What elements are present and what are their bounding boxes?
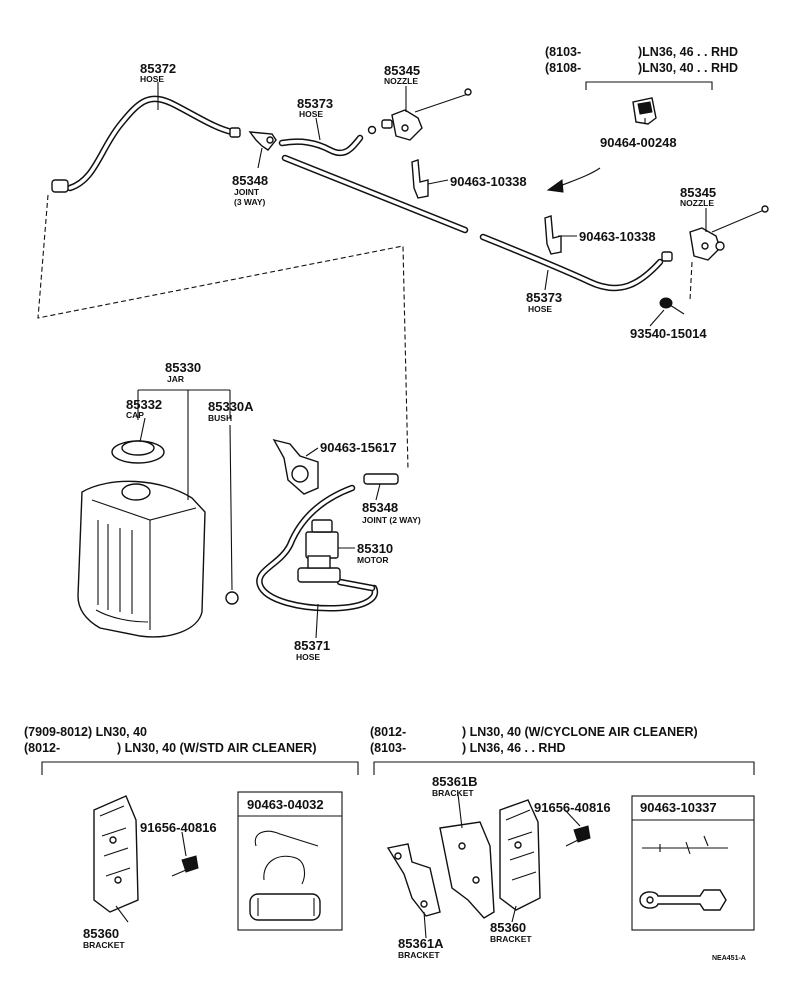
clip-10337-drawing: [639, 835, 728, 911]
label-85348-bottom-pn: 85348: [362, 500, 398, 515]
joint-2way-bottom-drawing: [363, 473, 399, 485]
clamp-15617-drawing: [272, 438, 319, 495]
cond-right-line1-models: ) LN30, 40 (W/CYCLONE AIR CLEANER): [462, 725, 698, 739]
label-85310-name: MOTOR: [357, 555, 388, 565]
label-90463-10337: 90463-10337: [640, 800, 717, 815]
hose-85373-top-drawing: [278, 125, 377, 157]
hose-85371-drawing: [256, 484, 379, 612]
cond-rhd-line1-code: (8103-: [545, 45, 581, 59]
label-90463-04032: 90463-04032: [247, 797, 324, 812]
cond-right-line1-code: (8012-: [370, 725, 406, 739]
dashed-line-top-left: [37, 194, 409, 471]
clip-04032-drawing: [249, 830, 321, 921]
label-85372-name: HOSE: [140, 74, 164, 84]
label-85310-pn: 85310: [357, 541, 393, 556]
label-85348-bottom-name: JOINT (2 WAY): [362, 515, 421, 525]
label-85348-top-name2: (3 WAY): [234, 197, 266, 207]
cond-left-line1-code: (7909-8012) LN30, 40: [24, 725, 147, 739]
label-85360-right-pn: 85360: [490, 920, 526, 935]
cond-left-line2-models: ) LN30, 40 (W/STD AIR CLEANER): [117, 741, 317, 755]
left-group-bracket: [41, 761, 359, 775]
bracket-85360-left-drawing: [93, 795, 139, 913]
nozzle-right-drawing: [689, 205, 769, 261]
label-85345-top-name: NOZZLE: [384, 76, 418, 86]
label-85372-pn: 85372: [140, 61, 176, 76]
jar-group-bracket: [137, 389, 233, 591]
label-85345-right-pn: 85345: [680, 185, 716, 200]
label-85330a-name: BUSH: [208, 413, 232, 423]
label-85360-left-name: BRACKET: [83, 940, 125, 950]
label-90464-00248: 90464-00248: [600, 135, 677, 150]
motor-drawing: [297, 519, 341, 583]
bracket-85361a-drawing: [386, 843, 441, 917]
label-90463-10338-b: 90463-10338: [579, 229, 656, 244]
label-85330-pn: 85330: [165, 360, 201, 375]
label-91656-40816-right: 91656-40816: [534, 800, 611, 815]
cap-drawing: [111, 440, 165, 464]
cond-left-line2-code: (8012-: [24, 741, 60, 755]
nozzle-top-drawing: [381, 88, 472, 141]
rhd-group-bracket: [585, 81, 713, 90]
bracket-85361b-drawing: [439, 821, 495, 919]
right-group-bracket: [373, 761, 755, 775]
box-10337-frame: [631, 795, 755, 931]
label-85361a-pn: 85361A: [398, 936, 444, 951]
hose-85372-drawing: [51, 95, 241, 193]
box-04032-frame: [237, 791, 343, 931]
label-85361b-name: BRACKET: [432, 788, 474, 798]
arrow-drawing: [546, 167, 601, 193]
label-91656-40816-left: 91656-40816: [140, 820, 217, 835]
label-85330a-pn: 85330A: [208, 399, 254, 414]
clip-00248-drawing: [632, 97, 657, 125]
label-85345-right-name: NOZZLE: [680, 198, 714, 208]
label-85360-right-name: BRACKET: [490, 934, 532, 944]
leader-lines: [115, 82, 707, 939]
cond-rhd-line2-models: )LN30, 40 . . RHD: [638, 61, 738, 75]
cond-right-line2-models: ) LN36, 46 . . RHD: [462, 741, 566, 755]
label-85348-top-pn: 85348: [232, 173, 268, 188]
cond-rhd-line2-code: (8108-: [545, 61, 581, 75]
cond-rhd-line1-models: )LN36, 46 . . RHD: [638, 45, 738, 59]
long-tube-drawing: [281, 154, 673, 292]
label-85345-top-pn: 85345: [384, 63, 420, 78]
label-85332-name: CAP: [126, 410, 144, 420]
jar-drawing: [77, 480, 239, 638]
label-85371-name: HOSE: [296, 652, 320, 662]
label-85371-pn: 85371: [294, 638, 330, 653]
screw-15014-drawing: [659, 297, 685, 315]
label-85361a-name: BRACKET: [398, 950, 440, 960]
label-85373-top-pn: 85373: [297, 96, 333, 111]
bracket-85360-right-drawing: [499, 799, 541, 911]
joint-3way-top-drawing: [248, 131, 277, 151]
label-85361b-pn: 85361B: [432, 774, 478, 789]
bolt-left-drawing: [171, 855, 199, 877]
clip-10338-a-drawing: [411, 159, 429, 199]
label-85360-left-pn: 85360: [83, 926, 119, 941]
label-93540-15014: 93540-15014: [630, 326, 707, 341]
cond-right-line2-code: (8103-: [370, 741, 406, 755]
label-85373-right-name: HOSE: [528, 304, 552, 314]
footer-ref: NEA451-A: [712, 955, 746, 962]
label-85332-pn: 85332: [126, 397, 162, 412]
label-90463-10338-a: 90463-10338: [450, 174, 527, 189]
label-90463-15617: 90463-15617: [320, 440, 397, 455]
label-85373-top-name: HOSE: [299, 109, 323, 119]
label-85373-right-pn: 85373: [526, 290, 562, 305]
label-85348-top-name: JOINT: [234, 187, 260, 197]
bolt-right-drawing: [565, 825, 591, 847]
label-85330-name: JAR: [167, 374, 184, 384]
dashed-line-screw: [689, 261, 693, 301]
clip-10338-b-drawing: [544, 215, 562, 255]
